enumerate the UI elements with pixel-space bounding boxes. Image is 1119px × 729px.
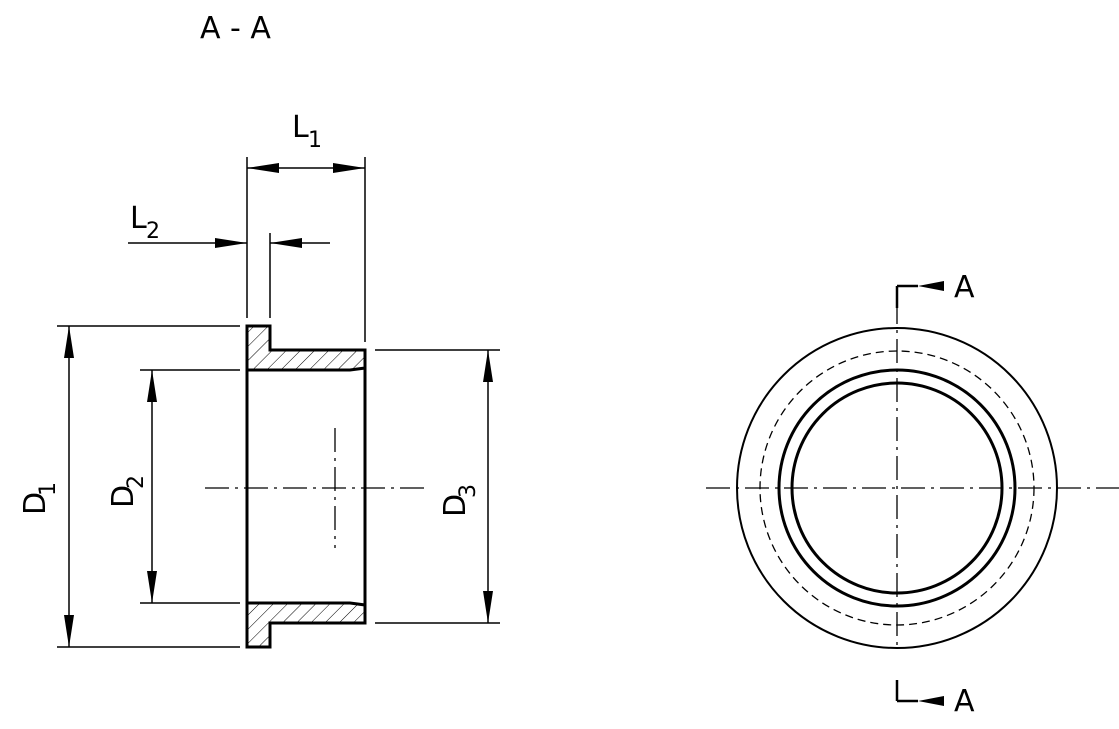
arrowhead-d3-top bbox=[483, 350, 493, 382]
svg-text:L: L bbox=[130, 201, 147, 236]
svg-text:L: L bbox=[292, 110, 309, 145]
dimension-label-d3: D 3 bbox=[438, 484, 481, 517]
arrowhead-l1-right bbox=[333, 163, 365, 173]
svg-text:D: D bbox=[106, 485, 141, 508]
dimension-label-d2: D 2 bbox=[106, 475, 149, 508]
svg-text:A: A bbox=[954, 270, 975, 305]
arrowhead-d2-bottom bbox=[147, 571, 157, 603]
svg-text:1: 1 bbox=[36, 482, 61, 496]
svg-text:A: A bbox=[954, 684, 975, 719]
upper-wall-hatch bbox=[245, 324, 367, 372]
dimension-label-d1: D 1 bbox=[18, 482, 61, 515]
svg-text:1: 1 bbox=[308, 128, 322, 153]
svg-text:2: 2 bbox=[124, 475, 149, 489]
arrowhead-l2-right bbox=[270, 238, 302, 248]
svg-text:3: 3 bbox=[456, 484, 481, 498]
section-view: L 1 L 2 D 1 D 2 D bbox=[18, 110, 500, 649]
svg-text:D: D bbox=[18, 492, 53, 515]
arrowhead-d2-top bbox=[147, 370, 157, 402]
arrowhead-d1-bottom bbox=[64, 615, 74, 647]
dimension-label-l1: L 1 bbox=[292, 110, 322, 153]
dimension-label-l2: L 2 bbox=[130, 201, 160, 244]
arrowhead-d1-top bbox=[64, 326, 74, 358]
section-marker-top: A bbox=[895, 270, 975, 308]
lower-wall-hatch bbox=[245, 601, 367, 649]
section-title: A - A bbox=[200, 11, 271, 46]
arrowhead-d3-bottom bbox=[483, 591, 493, 623]
svg-text:2: 2 bbox=[146, 219, 160, 244]
front-view: A A bbox=[706, 270, 1119, 719]
section-marker-bottom: A bbox=[895, 680, 975, 719]
arrowhead-l1-left bbox=[247, 163, 279, 173]
svg-text:D: D bbox=[438, 494, 473, 517]
arrowhead-l2-left bbox=[215, 238, 247, 248]
